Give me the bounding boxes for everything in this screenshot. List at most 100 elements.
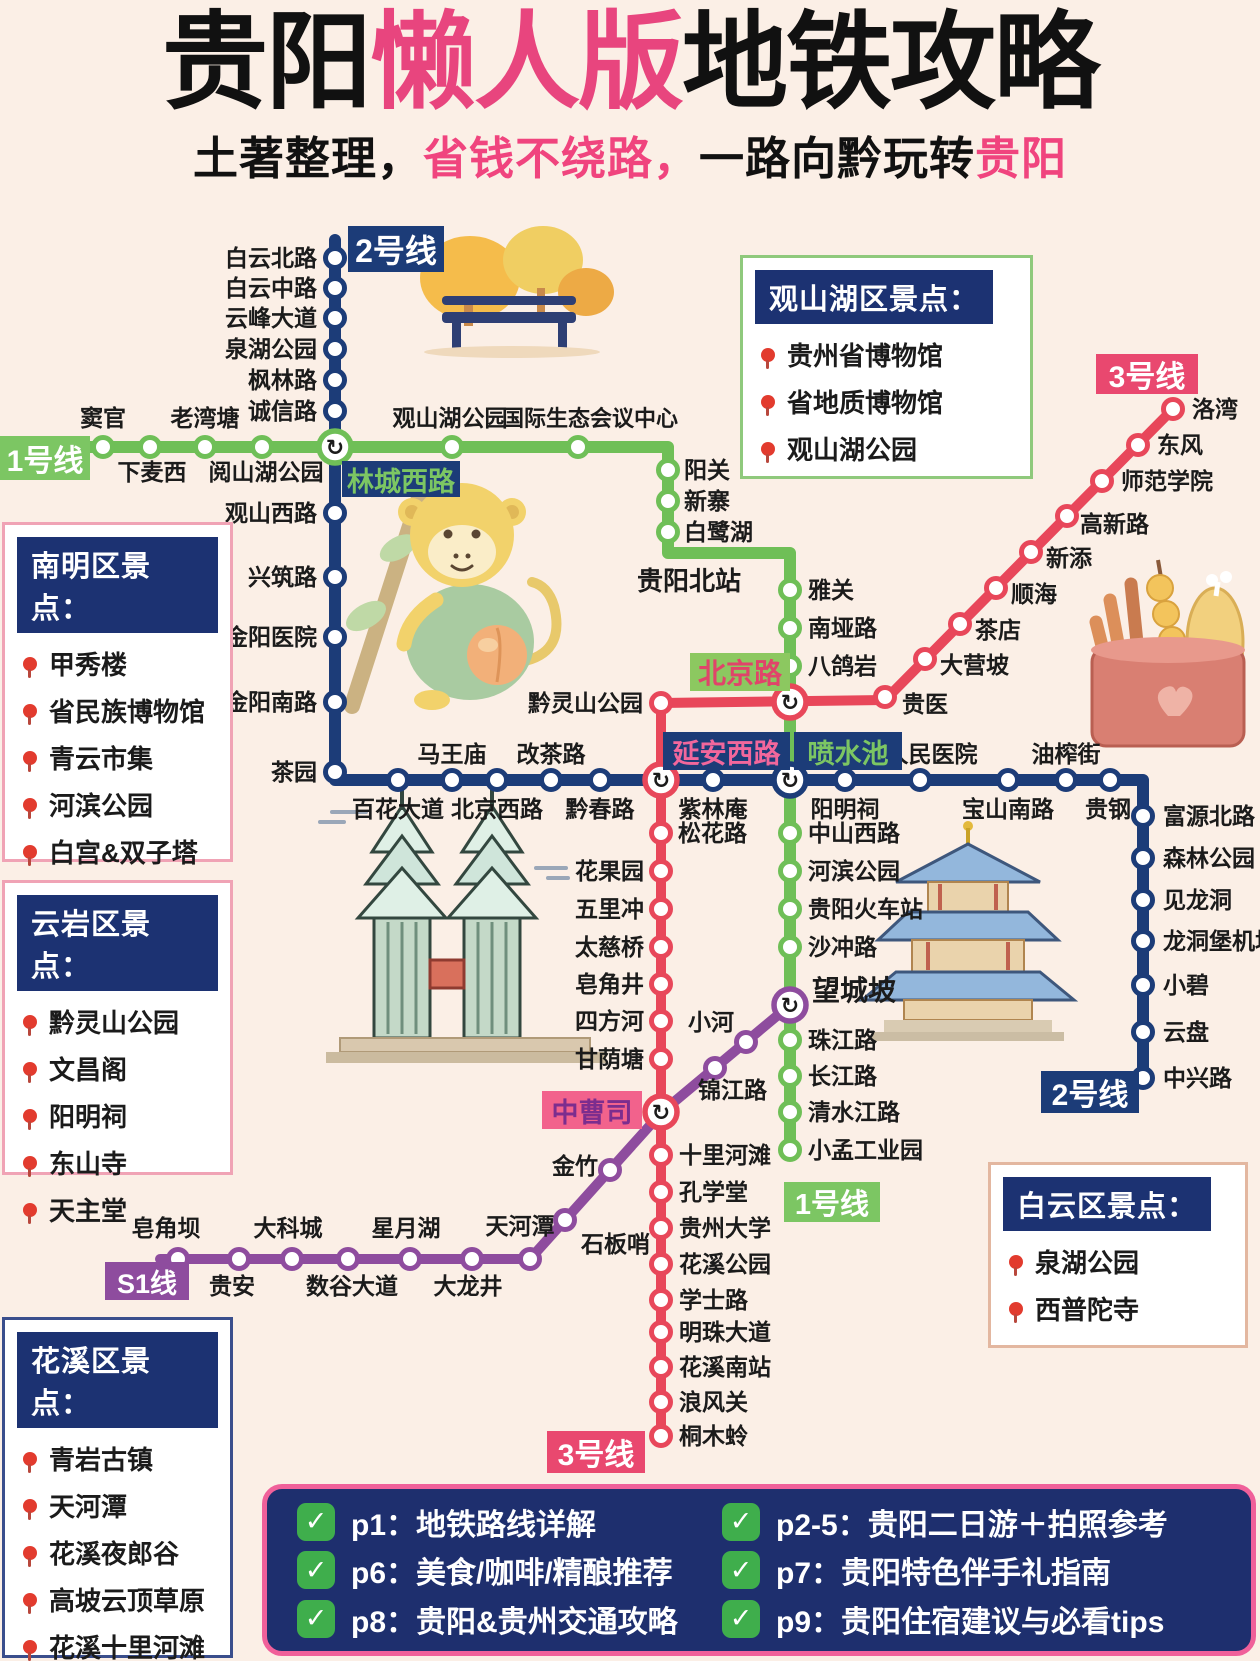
badge-beijinglu: 北京路 bbox=[690, 653, 790, 691]
station-dot bbox=[649, 821, 673, 845]
attraction-item: 高坡云顶草原 bbox=[23, 1581, 218, 1618]
station-label: 窦官 bbox=[80, 405, 126, 431]
station-label: 大龙井 bbox=[434, 1273, 503, 1299]
station-dot bbox=[1131, 804, 1155, 828]
title-segment: 懒人版 bbox=[370, 4, 684, 122]
attraction-item: 青云市集 bbox=[23, 739, 218, 776]
station-dot bbox=[1161, 397, 1185, 421]
checkmark-icon: ✓ bbox=[297, 1599, 335, 1638]
attraction-name: 黔灵山公园 bbox=[49, 1008, 180, 1038]
map-pin-icon bbox=[23, 1639, 37, 1661]
station-dot bbox=[323, 501, 347, 525]
page-index-checklist: ✓p1：地铁路线详解✓p2-5：贵阳二日游＋拍照参考✓p6：美食/咖啡/精酿推荐… bbox=[262, 1484, 1256, 1656]
station-label: 金阳南路 bbox=[224, 689, 318, 715]
station-dot bbox=[778, 1028, 802, 1052]
monkey-illustration bbox=[344, 462, 562, 714]
station-dot bbox=[1098, 768, 1122, 792]
major-station-label: 贵阳北站 bbox=[637, 566, 741, 596]
station-dot bbox=[227, 1247, 251, 1271]
station-dot bbox=[778, 578, 802, 602]
station-label: 龙洞堡机场 bbox=[1163, 928, 1260, 954]
station-dot bbox=[778, 1100, 802, 1124]
park-bench-illustration bbox=[420, 226, 614, 358]
interchange-dot bbox=[771, 761, 809, 799]
station-dot bbox=[280, 1247, 304, 1271]
attraction-item: 花溪十里河滩 bbox=[23, 1628, 218, 1661]
attraction-list: 黔灵山公园文昌阁阳明祠东山寺天主堂 bbox=[23, 1003, 218, 1228]
badge-line1-left: 1号线 bbox=[0, 436, 90, 480]
station-label: 贵医 bbox=[902, 691, 948, 717]
interchange-dot bbox=[771, 986, 809, 1024]
station-dot bbox=[323, 760, 347, 784]
station-dot bbox=[649, 1424, 673, 1448]
map-pin-icon bbox=[23, 1014, 37, 1036]
attraction-list: 贵州省博物馆省地质博物馆观山湖公园 bbox=[761, 336, 1018, 467]
station-label: 花果园 bbox=[575, 858, 644, 884]
station-label: 改茶路 bbox=[517, 741, 587, 767]
major-station-label: 望城坡 bbox=[812, 975, 896, 1006]
attraction-list: 青岩古镇天河潭花溪夜郎谷高坡云顶草原花溪十里河滩花溪公园 bbox=[23, 1440, 218, 1661]
station-label: 大营坡 bbox=[940, 652, 1009, 678]
station-label: 清水江路 bbox=[808, 1099, 901, 1125]
badge-penshuichi: 喷水池 bbox=[794, 732, 902, 770]
poster-header: 贵阳懒人版地铁攻略 土著整理，省钱不绕路，一路向黔玩转贵阳 bbox=[0, 0, 1260, 187]
attraction-box-header: 白云区景点： bbox=[1003, 1177, 1212, 1231]
map-pin-icon bbox=[23, 750, 37, 772]
station-dot bbox=[485, 768, 509, 792]
badge-s1: S1线 bbox=[105, 1262, 189, 1300]
station-label: 云盘 bbox=[1163, 1019, 1209, 1045]
station-label: 明珠大道 bbox=[679, 1319, 771, 1345]
title-segment: 贵阳 bbox=[162, 4, 372, 122]
station-label: 松花路 bbox=[678, 820, 748, 846]
station-dot bbox=[778, 1064, 802, 1088]
station-dot bbox=[649, 1390, 673, 1414]
attraction-item: 泉湖公园 bbox=[1009, 1243, 1233, 1280]
station-label: 油榨街 bbox=[1032, 741, 1101, 767]
poster-subtitle: 土著整理，省钱不绕路，一路向黔玩转贵阳 bbox=[0, 122, 1260, 187]
station-label: 北京西路 bbox=[451, 796, 544, 822]
badge-line2-bottom: 2号线 bbox=[1041, 1071, 1139, 1113]
station-dot bbox=[598, 1158, 622, 1182]
map-pin-icon bbox=[761, 441, 775, 463]
checklist-item: ✓p7：贵阳特色伴手礼指南 bbox=[722, 1548, 1221, 1592]
attraction-name: 省地质博物馆 bbox=[787, 388, 944, 418]
station-dot bbox=[701, 768, 725, 792]
station-label: 云峰大道 bbox=[225, 305, 317, 331]
map-pin-icon bbox=[23, 1155, 37, 1177]
pagoda-illustration bbox=[857, 821, 1079, 1041]
checkmark-icon: ✓ bbox=[297, 1551, 335, 1589]
station-label: 星月湖 bbox=[372, 1215, 441, 1241]
station-label: 新添 bbox=[1046, 545, 1093, 571]
station-dot bbox=[539, 768, 563, 792]
map-pin-icon bbox=[23, 844, 37, 866]
map-pin-icon bbox=[23, 1202, 37, 1224]
station-label: 阅山湖公园 bbox=[209, 459, 324, 485]
badge-line3-bottom: 3号线 bbox=[547, 1431, 645, 1473]
station-dot bbox=[1131, 846, 1155, 870]
attraction-item: 甲秀楼 bbox=[23, 645, 218, 682]
station-dot bbox=[323, 399, 347, 423]
attraction-item: 阳明祠 bbox=[23, 1097, 218, 1134]
station-dot bbox=[336, 1247, 360, 1271]
station-label: 百花大道 bbox=[352, 796, 444, 822]
checklist-item: ✓p1：地铁路线详解 bbox=[297, 1500, 722, 1544]
attraction-name: 文昌阁 bbox=[49, 1055, 128, 1085]
twin-towers-illustration bbox=[318, 782, 606, 1063]
station-dot bbox=[913, 647, 937, 671]
attraction-name: 白宫&双子塔 bbox=[49, 838, 198, 868]
station-label: 观山西路 bbox=[225, 500, 318, 526]
station-label: 沙冲路 bbox=[808, 934, 878, 960]
station-dot bbox=[778, 821, 802, 845]
map-pin-icon bbox=[23, 1108, 37, 1130]
station-dot bbox=[833, 768, 857, 792]
transfer-arrows-icon: ↻ bbox=[652, 1100, 670, 1125]
station-dot bbox=[656, 520, 680, 544]
checklist-item: ✓p6：美食/咖啡/精酿推荐 bbox=[297, 1548, 722, 1592]
station-label: 雅关 bbox=[808, 577, 854, 603]
station-dot bbox=[91, 435, 115, 459]
station-dot bbox=[323, 306, 347, 330]
station-label: 四方河 bbox=[575, 1008, 644, 1034]
